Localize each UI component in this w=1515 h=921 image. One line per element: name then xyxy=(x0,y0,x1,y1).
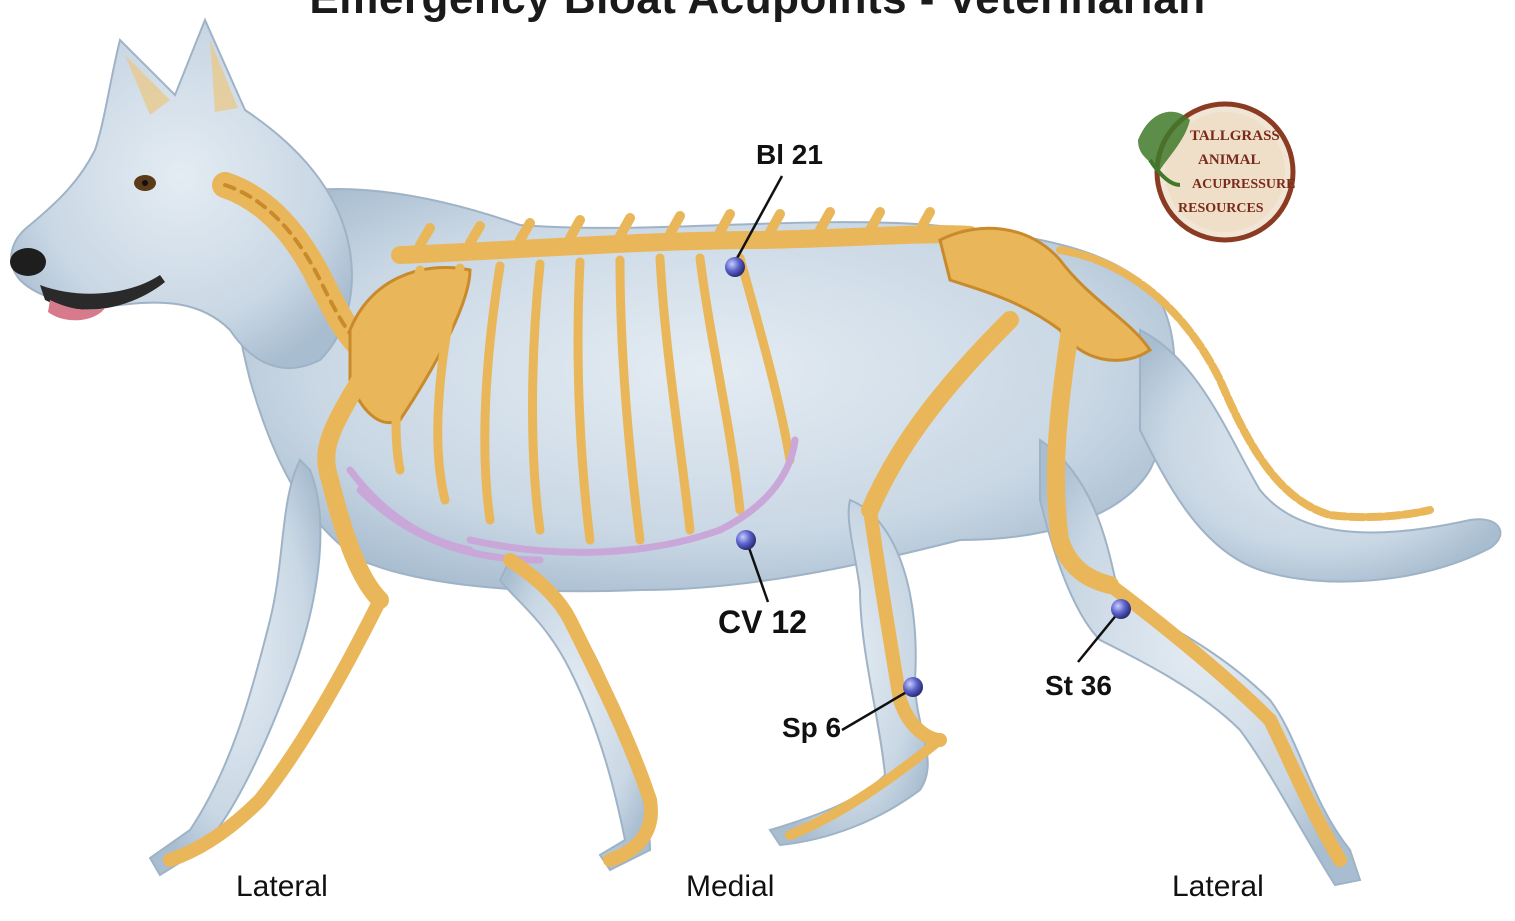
logo-line-3: ACUPRESSURE xyxy=(1192,177,1295,192)
logo-line-1: TALLGRASS xyxy=(1190,128,1280,144)
cv12-label: CV 12 xyxy=(718,604,807,641)
tallgrass-logo: TALLGRASS ANIMAL ACUPRESSURE RESOURCES xyxy=(1130,100,1300,250)
bl21-label: Bl 21 xyxy=(756,139,823,171)
view-label-lateral-right: Lateral xyxy=(1172,870,1264,904)
st36-label: St 36 xyxy=(1045,670,1112,702)
logo-line-2: ANIMAL xyxy=(1198,152,1261,168)
sp6-acupoint-marker xyxy=(903,677,923,697)
logo-line-4: RESOURCES xyxy=(1178,201,1264,216)
view-label-lateral-left: Lateral xyxy=(236,870,328,904)
view-label-medial: Medial xyxy=(686,870,774,904)
cv12-acupoint-marker xyxy=(736,530,756,550)
st36-acupoint-marker xyxy=(1111,599,1131,619)
sp6-label: Sp 6 xyxy=(782,712,841,744)
bl21-acupoint-marker xyxy=(725,257,745,277)
